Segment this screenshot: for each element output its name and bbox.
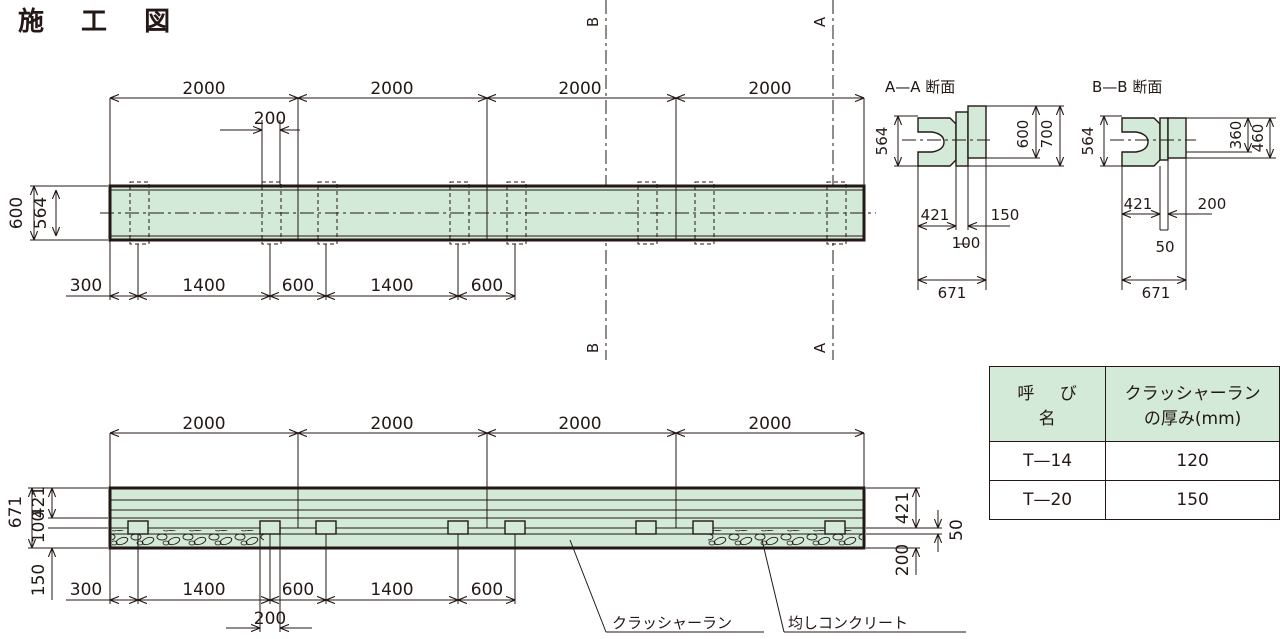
section-aa-title: A—A 断面 [885,78,955,96]
aa-dim-600: 600 [1014,120,1032,149]
aa-dim-100: 100 [952,234,981,252]
section-bb: B—B 断面 564 360 460 421 200 50 671 [1079,78,1276,302]
elev-dim-top-3: 2000 [558,414,601,434]
plan-dim-bottom-1: 300 [70,276,102,296]
elev-dim-top-4: 2000 [748,414,791,434]
table-cell-name: T—20 [988,480,1107,520]
leveling-concrete-left [112,530,264,546]
bb-dim-421: 421 [1124,195,1153,213]
aa-dim-421: 421 [921,206,950,224]
aa-dim-671: 671 [938,284,967,302]
elev-dim-bottom-3: 600 [282,580,314,600]
aa-dim-700: 700 [1038,120,1056,149]
cut-marker-a-bottom: A [811,342,829,353]
elev-dim-right-200: 200 [893,544,913,576]
cut-marker-b-bottom: B [584,343,602,353]
callout-leader-crusher-run [569,539,607,633]
table-header-thickness-line2: の厚み(mm) [1143,409,1242,429]
elevation-view: 2000 2000 2000 2000 [6,414,967,633]
aa-dim-564: 564 [873,127,891,156]
plan-dim-bottom-3: 600 [282,276,314,296]
callout-crusher-run: クラッシャーラン [612,614,732,632]
elevation-supports [127,520,846,535]
table-header-thickness-line1: クラッシャーラン [1124,384,1261,404]
plan-dim-bottom-4: 1400 [370,276,413,296]
bb-dim-200: 200 [1198,195,1227,213]
plan-dim-bottom-5: 600 [471,276,503,296]
cut-marker-a-top: A [811,16,829,27]
cut-marker-b-top: B [584,17,602,27]
section-aa-channel [917,117,957,167]
elev-dim-joint: 200 [254,609,286,629]
callout-leader-leveling-concrete [761,539,785,633]
plan-dim-top-4: 2000 [748,79,791,99]
elev-dim-left-150: 150 [29,564,49,596]
plan-dim-left-564: 564 [31,197,51,229]
section-bb-channel [1121,117,1161,167]
plan-dim-bottom-2: 1400 [182,276,225,296]
table-cell-name: T—14 [988,441,1107,481]
section-bb-title: B—B 断面 [1092,78,1162,96]
aa-dim-150: 150 [991,206,1020,224]
bb-dim-564: 564 [1079,127,1097,156]
leveling-concrete-right [708,530,862,546]
elev-dim-bottom-4: 1400 [370,580,413,600]
plan-view: 2000 2000 2000 2000 200 [7,79,876,300]
elev-dim-left-671: 671 [6,496,26,528]
plan-dim-top-1: 2000 [182,79,225,99]
elev-dim-bottom-2: 1400 [182,580,225,600]
plan-dim-top-3: 2000 [558,79,601,99]
callout-leveling-concrete: 均しコンクリート [788,614,908,632]
elev-dim-right-421: 421 [893,492,913,524]
table-cell-value: 120 [1105,441,1280,481]
table-header-thickness: クラッシャーラン の厚み(mm) [1105,366,1280,442]
crusher-run-thickness-table: 呼 び 名 クラッシャーラン の厚み(mm) T—14 120 T—20 150 [988,366,1280,520]
bb-dim-460: 460 [1249,124,1267,153]
bb-dim-360: 360 [1227,121,1245,150]
bb-dim-671: 671 [1142,284,1171,302]
plan-supports [129,181,847,245]
elev-dim-left-421: 421 [29,486,49,518]
elev-dim-left-100: 100 [29,511,49,543]
elev-dim-bottom-1: 300 [70,580,102,600]
table-row: T—20 150 [988,480,1280,520]
table-cell-value: 150 [1105,480,1280,520]
elev-dim-bottom-5: 600 [471,580,503,600]
plan-dim-left-600: 600 [7,197,27,229]
table-header-name: 呼 び 名 [988,366,1107,442]
section-aa: A—A 断面 564 600 700 421 150 100 671 [873,78,1064,302]
elev-dim-top-1: 2000 [182,414,225,434]
plan-dim-top-2: 2000 [370,79,413,99]
plan-dim-joint: 200 [254,109,286,129]
drawing-title: 施 工 図 [18,6,184,37]
bb-dim-50: 50 [1155,238,1174,256]
section-cut-lines: B A B A [584,0,834,360]
elev-dim-right-50: 50 [947,519,967,541]
elev-dim-top-2: 2000 [370,414,413,434]
table-row: T—14 120 [988,441,1280,481]
